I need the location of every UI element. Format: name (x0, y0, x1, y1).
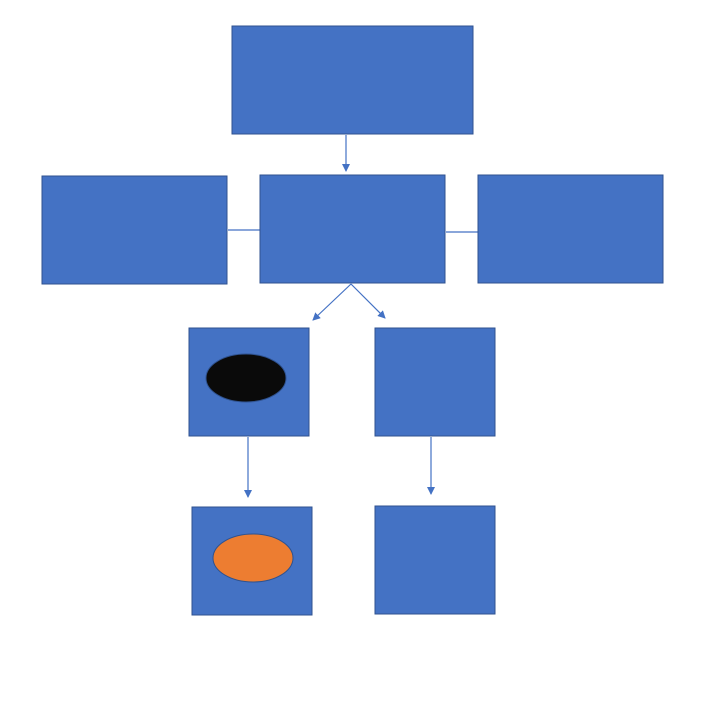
arrow-middle-center-to-lower-right (350, 283, 386, 319)
box-middle-right (477, 174, 664, 284)
ellipse-in-bottom-left (212, 533, 294, 583)
box-middle-left (41, 175, 228, 285)
arrow-middle-center-to-lower-left (312, 283, 352, 321)
box-lower-right (374, 327, 496, 437)
box-middle-center (259, 174, 446, 284)
connectors-layer (228, 135, 478, 498)
box-bottom-right (374, 505, 496, 615)
nodes-layer (41, 25, 664, 616)
box-top (231, 25, 474, 135)
ellipse-in-lower-left (205, 353, 287, 403)
